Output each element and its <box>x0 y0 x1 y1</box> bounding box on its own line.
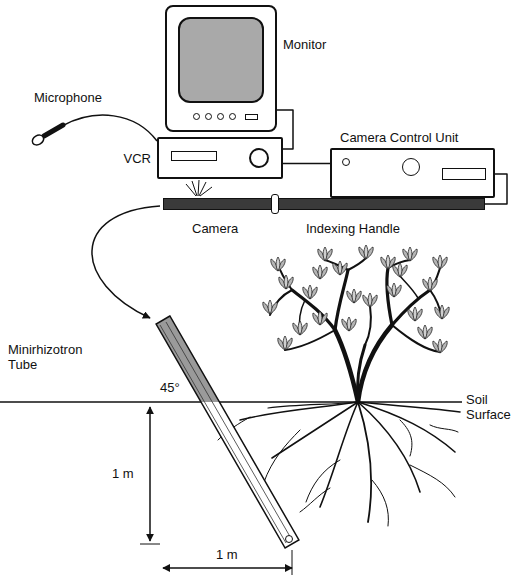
microphone-head <box>31 133 46 147</box>
dimension-label: 1 m <box>216 547 238 562</box>
dimension-label: 1 m <box>112 466 134 481</box>
indexing-handle-bar: CameraIndexing Handle <box>163 198 485 210</box>
dimension-lines <box>140 407 292 575</box>
vcr-knob <box>249 148 269 168</box>
monitor-screen <box>178 17 264 103</box>
node-label: Camera <box>192 221 238 236</box>
handle-collar <box>271 194 279 214</box>
node-label: Camera Control Unit <box>340 130 459 145</box>
monitor-button <box>205 113 212 120</box>
microphone-handle <box>44 125 63 136</box>
monitor-box: Monitor <box>165 5 277 132</box>
camera-control-unit-box: Camera Control Unit <box>330 148 495 198</box>
insertion-arrow <box>92 206 160 318</box>
monitor-button <box>229 113 236 120</box>
monitor-button <box>193 113 200 120</box>
microphone-label: Microphone <box>34 90 102 105</box>
vcr-slot <box>171 151 217 161</box>
vcr-box: VCR <box>157 137 283 179</box>
monitor-button <box>217 113 224 120</box>
tree <box>270 258 442 402</box>
cable <box>283 163 330 165</box>
ccu-knob <box>402 158 420 176</box>
leaves <box>263 245 449 353</box>
microphone <box>31 115 157 147</box>
camera-light <box>186 180 212 196</box>
microphone-cable <box>62 115 157 141</box>
soil-surface-line <box>0 401 462 403</box>
ccu-led <box>342 158 350 166</box>
tube-label: Minirhizotron Tube <box>8 342 100 372</box>
ccu-display <box>442 168 486 180</box>
node-label: Monitor <box>283 37 326 52</box>
angle-label: 45° <box>160 380 180 395</box>
node-label: VCR <box>124 151 151 166</box>
soil-surface-label: Soil Surface <box>466 392 516 422</box>
minirhizotron-tube <box>156 316 299 548</box>
node-sublabel: Indexing Handle <box>306 221 400 236</box>
monitor-switch <box>245 114 258 120</box>
